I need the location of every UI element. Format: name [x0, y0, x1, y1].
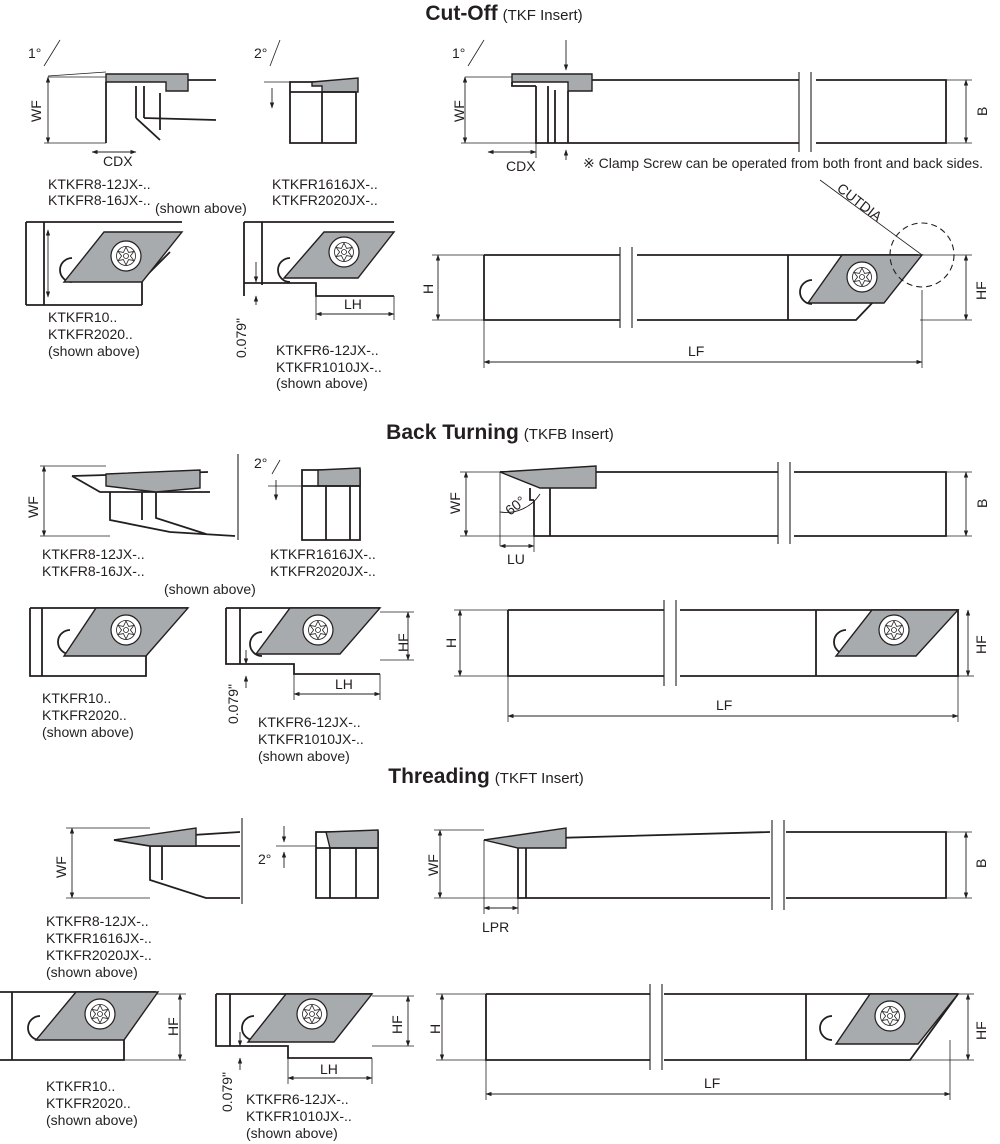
- model-label: KTKFR1616JX-.. KTKFR2020JX-..: [272, 176, 382, 208]
- threading-side-view-large: 2°: [258, 826, 379, 899]
- dim-offset: 0.079": [225, 684, 241, 724]
- model-label: KTKFR6-12JX-.. KTKFR1010JX-.. (shown abo…: [258, 714, 368, 764]
- section-title-cutoff: Cut-Off(TKF Insert): [425, 2, 582, 25]
- dim-b: B: [973, 859, 989, 868]
- threading-top-view-main: H HF LF: [427, 984, 989, 1100]
- cutoff-side-view-main: 1° WF CDX B: [451, 39, 990, 174]
- dim-hf: HF: [395, 633, 411, 652]
- angle-label: 2°: [258, 851, 271, 867]
- angle-label: 2°: [254, 45, 267, 61]
- cutoff-top-view-large: 0.079" LH: [233, 221, 396, 358]
- model-label: KTKFR6-12JX-.. KTKFR1010JX-.. (shown abo…: [276, 342, 386, 391]
- threading-side-view-small: WF: [53, 818, 243, 904]
- dim-wf: WF: [451, 100, 467, 122]
- dim-cdx: CDX: [103, 153, 133, 169]
- cutoff-top-view-main: CUTDIA H HF LF: [420, 179, 989, 368]
- dim-wf: WF: [447, 492, 463, 514]
- threading-side-view-main: WF LPR B: [425, 820, 989, 935]
- model-label: KTKFR1616JX-.. KTKFR2020JX-..: [270, 546, 380, 579]
- cutoff-top-view-small: [25, 221, 184, 306]
- angle-label: 1°: [452, 45, 465, 61]
- backturning-side-view-large: 2°: [254, 455, 361, 541]
- model-label: (shown above): [164, 581, 256, 597]
- model-label: KTKFR8-12JX-.. KTKFR8-16JX-..: [42, 546, 149, 579]
- dim-h: H: [420, 284, 436, 294]
- clamp-screw-note: ※ Clamp Screw can be operated from both …: [583, 155, 983, 171]
- dim-hf: HF: [973, 635, 989, 654]
- dim-lf: LF: [704, 1075, 720, 1091]
- dim-offset: 0.079": [219, 1072, 235, 1112]
- section-title-backturning: Back Turning(TKFB Insert): [386, 421, 614, 444]
- dim-b: B: [974, 107, 990, 116]
- angle-label: 2°: [254, 455, 267, 471]
- dim-lh: LH: [344, 296, 362, 312]
- dim-wf: WF: [53, 856, 69, 878]
- angle-label: 1°: [28, 45, 41, 61]
- dim-b: B: [974, 499, 990, 508]
- backturning-side-view-small: WF: [25, 454, 239, 540]
- dim-hf: HF: [973, 1021, 989, 1040]
- dim-offset: 0.079": [233, 318, 249, 358]
- model-label: (shown above): [155, 200, 247, 216]
- section-title-threading: Threading(TKFT Insert): [388, 765, 583, 788]
- angle-label: 60°: [502, 493, 529, 519]
- dim-wf: WF: [28, 100, 44, 122]
- threading-top-view-large: HF 0.079" LH: [215, 993, 414, 1112]
- cutoff-side-view-small: 1° WF CDX: [28, 39, 217, 169]
- model-label: KTKFR10.. KTKFR2020.. (shown above): [48, 309, 140, 359]
- cutoff-side-view-large: 2°: [254, 39, 359, 144]
- dim-hf: HF: [973, 281, 989, 300]
- model-label: KTKFR8-12JX-.. KTKFR8-16JX-..: [48, 176, 155, 208]
- threading-top-view-small: HF: [0, 991, 186, 1061]
- dim-hf: HF: [165, 1017, 181, 1036]
- backturning-top-view-small: [29, 607, 190, 677]
- dim-h: H: [443, 638, 459, 648]
- dim-wf: WF: [25, 496, 41, 518]
- backturning-top-view-main: H HF LF: [443, 600, 989, 722]
- model-label: KTKFR6-12JX-.. KTKFR1010JX-.. (shown abo…: [246, 1091, 356, 1141]
- dim-h: H: [427, 1024, 443, 1034]
- dim-wf: WF: [425, 854, 441, 876]
- backturning-top-view-large: HF 0.079" LH: [225, 607, 414, 724]
- dim-cutdia: CUTDIA: [834, 180, 885, 225]
- model-label: KTKFR10.. KTKFR2020.. (shown above): [46, 1078, 138, 1128]
- dim-lf: LF: [688, 343, 704, 359]
- dim-cdx: CDX: [506, 158, 536, 174]
- dim-lh: LH: [320, 1061, 338, 1077]
- dim-lu: LU: [507, 551, 525, 567]
- dim-hf: HF: [389, 1015, 405, 1034]
- model-label: KTKFR8-12JX-.. KTKFR1616JX-.. KTKFR2020J…: [46, 913, 156, 980]
- dim-lh: LH: [335, 676, 353, 692]
- dim-lpr: LPR: [482, 919, 509, 935]
- backturning-side-view-main: 60° WF LU B: [447, 462, 990, 567]
- dim-lf: LF: [716, 697, 732, 713]
- model-label: KTKFR10.. KTKFR2020.. (shown above): [42, 690, 134, 740]
